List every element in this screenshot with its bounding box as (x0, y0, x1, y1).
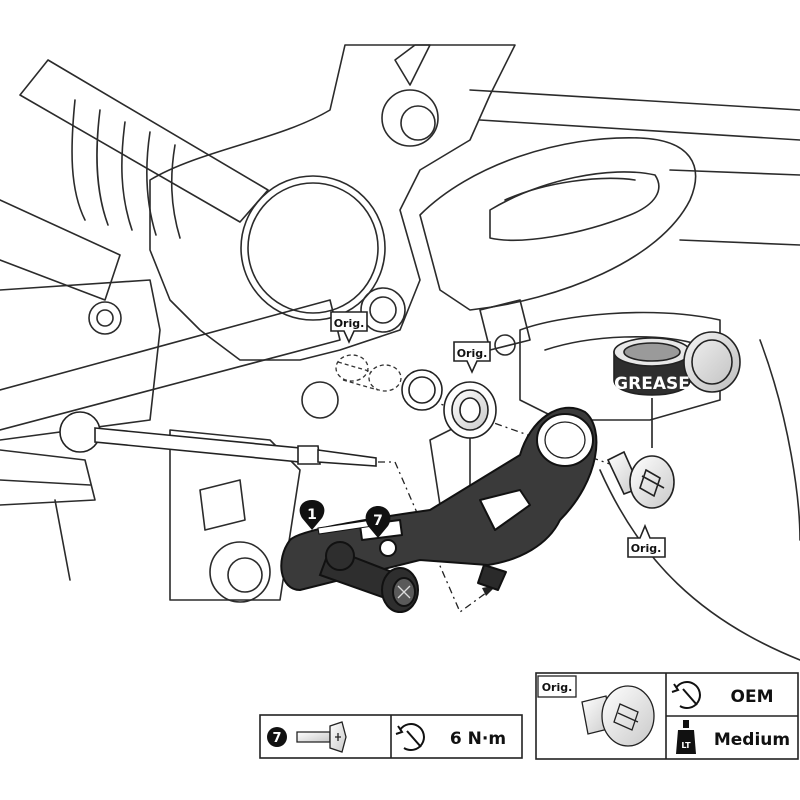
orig-tag-bolt-label: Orig. (631, 542, 662, 555)
orig-tag-washer (453, 341, 491, 374)
callout-pin-7 (365, 506, 391, 538)
spec-left-part-number: 7 (272, 731, 281, 746)
spec-right-threadlock: Medium (714, 730, 790, 750)
countersunk-screw-icon (296, 721, 347, 753)
orig-tag-bushings (330, 311, 368, 344)
callout-1-label: 1 (307, 507, 317, 523)
frame-background (0, 44, 800, 661)
torque-wrench-icon-oem (671, 681, 701, 709)
grease-label: GREASE (614, 374, 690, 394)
callout-pin-1 (299, 500, 325, 530)
spec-box-part-7 (259, 714, 523, 759)
foot-peg (318, 541, 419, 613)
oem-bolt-icon (581, 685, 655, 747)
shift-rod (59, 411, 377, 467)
pivot-hole (401, 369, 443, 411)
orig-tag-washer-label: Orig. (457, 347, 488, 360)
original-bushings (335, 354, 402, 392)
pivot-bolt (606, 450, 675, 509)
spec-right-tag: Orig. (542, 681, 573, 694)
spec-left-torque: 6 N·m (450, 729, 506, 749)
washer (443, 381, 497, 439)
orig-tag-bushings-label: Orig. (334, 317, 365, 330)
threadlocker-bottle-icon (676, 720, 696, 754)
grease-tin (613, 331, 741, 448)
assembly-guide-lines (378, 394, 656, 614)
orig-tag-bolt (627, 523, 666, 558)
spec-right-torque: OEM (731, 687, 774, 707)
threadlocker-bottle-label: LT (681, 741, 691, 750)
callout-7-label: 7 (373, 513, 383, 529)
torque-wrench-icon (395, 723, 425, 751)
spec-box-original-bolt (535, 672, 799, 760)
